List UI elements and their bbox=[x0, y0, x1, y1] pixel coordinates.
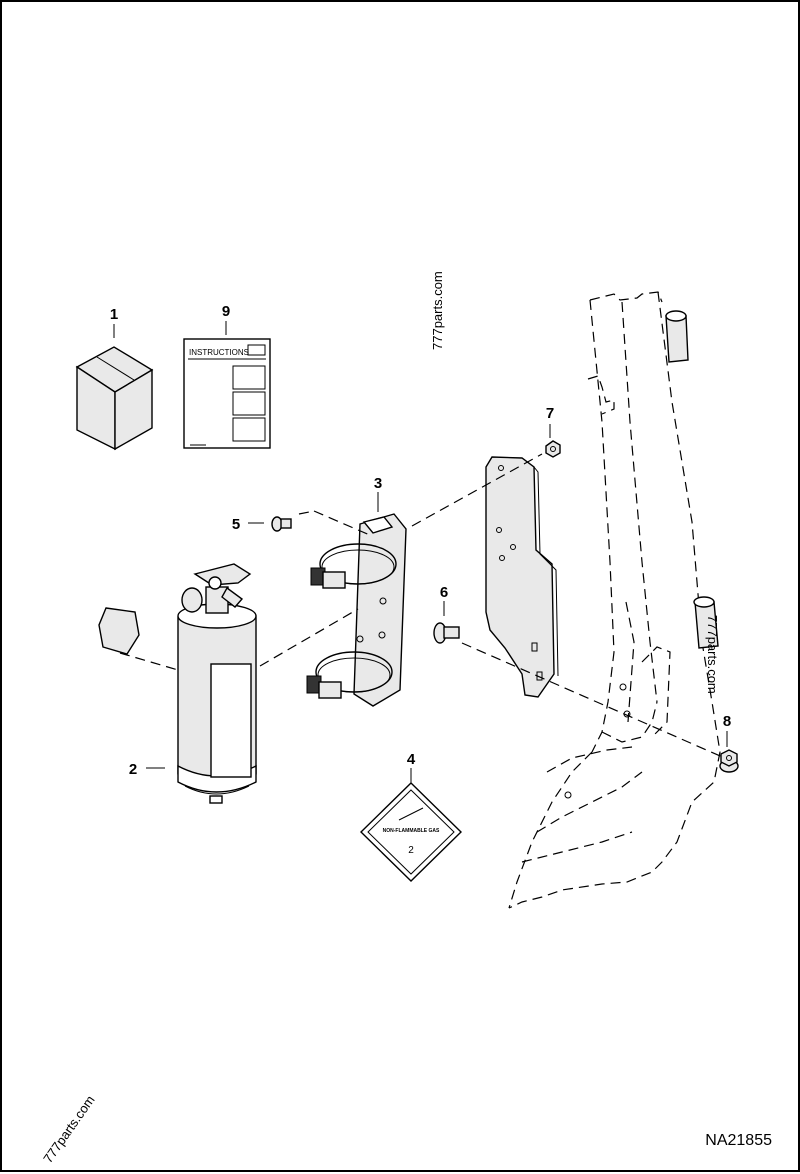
non-flammable-gas-decal-part: NON-FLAMMABLE GAS 2 bbox=[359, 782, 463, 882]
instructions-title: INSTRUCTIONS bbox=[189, 348, 249, 357]
assembly-line bbox=[119, 652, 179, 671]
callout-1: 1 bbox=[110, 306, 118, 323]
callout-9: 9 bbox=[222, 303, 230, 320]
callout-6: 6 bbox=[440, 584, 448, 601]
decal-class-number: 2 bbox=[408, 845, 414, 856]
callout-2: 2 bbox=[129, 761, 137, 778]
watermark-text: 777parts.com bbox=[40, 1093, 97, 1166]
machine-frame-phantom bbox=[508, 291, 721, 909]
watermark-text: 777parts.com bbox=[430, 271, 445, 350]
mounting-plate-part bbox=[485, 456, 559, 698]
assembly-line bbox=[461, 642, 728, 760]
nut-top-part bbox=[545, 440, 561, 458]
assembly-line bbox=[259, 608, 359, 667]
callout-3: 3 bbox=[374, 475, 382, 492]
document-number: NA21855 bbox=[705, 1132, 772, 1149]
flange-nut-part bbox=[719, 749, 739, 773]
assembly-line bbox=[298, 510, 315, 515]
extinguisher-bracket-part bbox=[306, 513, 407, 707]
assembly-line bbox=[411, 453, 543, 527]
instructions-sheet-part: INSTRUCTIONS bbox=[183, 338, 271, 449]
carriage-bolt-part bbox=[433, 622, 460, 644]
callout-4: 4 bbox=[407, 751, 416, 768]
callout-7: 7 bbox=[546, 405, 554, 422]
fire-extinguisher-part bbox=[98, 563, 257, 804]
watermark-text: 777parts.com bbox=[705, 615, 720, 694]
screw-part bbox=[271, 516, 292, 532]
callout-5: 5 bbox=[232, 516, 240, 533]
box-part bbox=[75, 346, 154, 451]
callout-8: 8 bbox=[723, 713, 731, 730]
decal-title: NON-FLAMMABLE GAS bbox=[383, 828, 440, 834]
assembly-line bbox=[313, 510, 373, 537]
